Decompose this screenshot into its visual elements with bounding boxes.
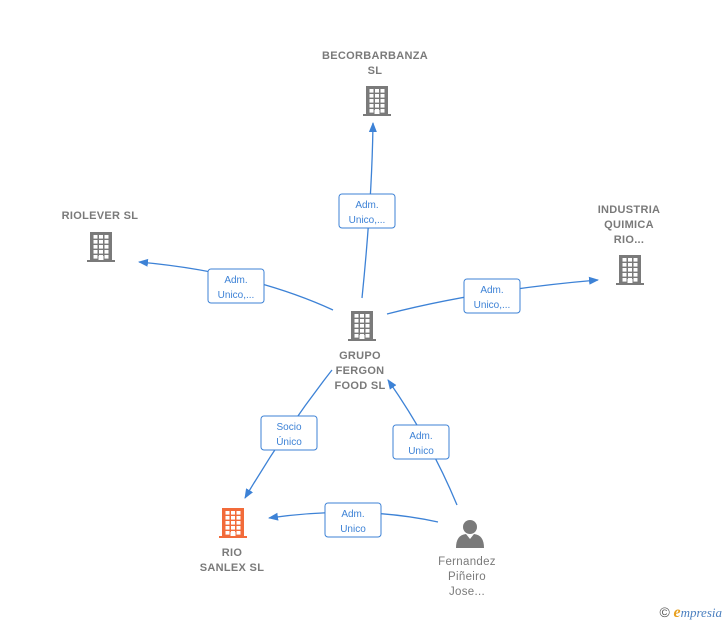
edge-grupo-becorbarbanza: Adm. Unico,...	[338, 122, 396, 299]
node-label: FERGON	[336, 365, 385, 377]
edge-fernandez-rio_sanlex: Adm. Unico	[268, 502, 439, 538]
node-fernandez[interactable]: FernandezPiñeiroJose...	[438, 520, 496, 598]
node-label: RIO	[222, 547, 243, 559]
edge-label-text: Unico,...	[349, 215, 386, 226]
edge-label-box	[207, 268, 265, 304]
node-label: BECORBARBANZA	[322, 50, 428, 62]
node-label: FOOD SL	[335, 380, 386, 392]
node-label: SL	[368, 65, 383, 77]
edge-grupo-industria: Adm. Unico,...	[386, 276, 599, 315]
edge-label-text: Unico,...	[218, 290, 255, 301]
building-icon	[348, 311, 376, 341]
edge-label-text: Unico,...	[474, 300, 511, 311]
node-rio_sanlex[interactable]: RIO SANLEX SL	[200, 508, 264, 574]
edge-label-text: Adm.	[224, 275, 247, 286]
edge-label[interactable]: Adm. Unico,...	[207, 268, 265, 304]
brand-name: mpresia	[680, 605, 722, 620]
edge-label[interactable]: Adm. Unico,...	[463, 278, 521, 314]
edge-label-text: Único	[276, 435, 302, 448]
building-icon	[87, 232, 115, 262]
edge-label-box	[463, 278, 521, 314]
edge-grupo-riolever: Adm. Unico,...	[138, 258, 334, 311]
node-label: RIO...	[614, 234, 645, 246]
node-label: QUIMICA	[604, 219, 654, 231]
building-icon	[363, 86, 391, 116]
node-riolever[interactable]: RIOLEVER SL	[62, 210, 139, 262]
edge-label-text: Adm.	[355, 200, 378, 211]
edge-label[interactable]: Adm. Unico	[392, 424, 450, 460]
edge-label-text: Adm.	[480, 285, 503, 296]
empresia-logo[interactable]: © empresia	[660, 604, 722, 622]
person-icon	[456, 520, 484, 548]
node-label: GRUPO	[339, 350, 381, 362]
node-grupo[interactable]: GRUPO FERGON FOOD SL	[335, 311, 386, 392]
node-label: INDUSTRIA	[598, 204, 661, 216]
edge-label-box	[338, 193, 396, 229]
node-becorbarbanza[interactable]: BECORBARBANZA SL	[322, 50, 428, 116]
edge-label-box	[260, 415, 318, 451]
node-label: SANLEX SL	[200, 562, 264, 574]
node-label: RIOLEVER SL	[62, 210, 139, 222]
node-label: Piñeiro	[448, 571, 486, 583]
brand-initial: e	[673, 604, 681, 621]
node-label: Fernandez	[438, 556, 496, 568]
edge-fernandez-grupo: Adm. Unico	[387, 379, 458, 506]
node-industria[interactable]: INDUSTRIA QUIMICA RIO...	[598, 204, 661, 285]
copyright-symbol: ©	[659, 604, 670, 620]
edge-label-box	[324, 502, 382, 538]
building-icon	[219, 508, 247, 538]
edge-label[interactable]: Adm. Unico,...	[338, 193, 396, 229]
edge-label[interactable]: Adm. Unico	[324, 502, 382, 538]
edge-label-text: Adm.	[341, 509, 364, 520]
edge-label-text: Unico	[408, 446, 434, 457]
node-label: Jose...	[449, 586, 485, 598]
edge-label-text: Unico	[340, 524, 366, 535]
edge-label-text: Adm.	[409, 431, 432, 442]
building-icon	[616, 255, 644, 285]
edge-label-text: Socio	[276, 422, 301, 433]
edge-label-box	[392, 424, 450, 460]
